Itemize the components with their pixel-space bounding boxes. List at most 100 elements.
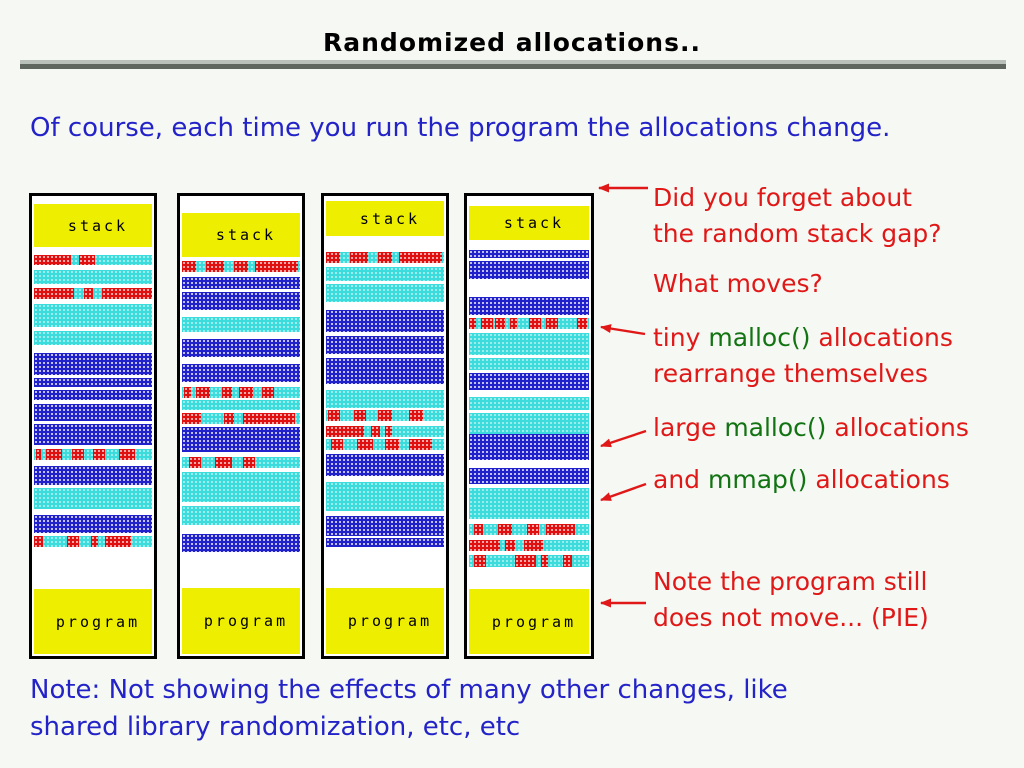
band-large [34, 515, 152, 533]
band-tiny [469, 555, 589, 567]
band-gap [326, 302, 444, 310]
tiny-alloc-segment [385, 439, 400, 450]
tiny-alloc-segment [562, 555, 573, 567]
band-mmap [34, 304, 152, 327]
band-tiny [34, 449, 152, 460]
band-tiny [34, 288, 152, 299]
annotation-line: large malloc() allocations [653, 410, 969, 446]
band-large [182, 364, 300, 382]
band-large [182, 277, 300, 289]
tiny-alloc-segment [377, 410, 393, 421]
band-gap [326, 547, 444, 588]
annotation-text: malloc() [724, 413, 827, 442]
tiny-alloc-segment [577, 318, 587, 329]
tiny-alloc-segment [78, 255, 96, 265]
tiny-alloc-segment [205, 261, 225, 272]
annotation-line: rearrange themselves [653, 356, 953, 392]
band-gap [469, 198, 589, 206]
tiny-alloc-segment [184, 387, 192, 398]
tiny-alloc-segment [473, 524, 484, 535]
band-mmap [469, 413, 589, 434]
band-mmap [326, 482, 444, 511]
tiny-alloc-segment [541, 555, 549, 567]
tiny-alloc-segment [36, 449, 42, 460]
tiny-alloc-segment [90, 536, 98, 547]
band-large [326, 310, 444, 332]
tiny-alloc-segment [215, 457, 232, 468]
tiny-alloc-segment [545, 318, 558, 329]
annotation-text: rearrange themselves [653, 359, 928, 388]
band-gap [182, 198, 300, 213]
band-mmap [34, 331, 152, 345]
band-large [34, 378, 152, 387]
annotation-arrow [600, 324, 646, 336]
band-mmap [34, 488, 152, 509]
tiny-alloc-segment [255, 261, 298, 272]
annotation-line: and mmap() allocations [653, 462, 950, 498]
tiny-alloc-segment [505, 540, 515, 551]
band-large [326, 516, 444, 536]
tiny-alloc-segment [118, 449, 136, 460]
band-gap [469, 240, 589, 250]
annotation-text: large [653, 413, 725, 442]
band-stack: stack [182, 213, 300, 257]
band-gap [182, 332, 300, 339]
band-tiny [182, 457, 300, 468]
tiny-alloc-segment [330, 439, 343, 450]
page-title: Randomized allocations.. [323, 28, 701, 57]
band-gap [469, 460, 589, 468]
tiny-alloc-segment [34, 255, 71, 265]
annotation: What moves? [653, 266, 823, 302]
annotation-text: and [653, 465, 708, 494]
annotation-text: allocations [807, 465, 950, 494]
tiny-alloc-segment [233, 261, 249, 272]
band-gap [34, 247, 152, 255]
tiny-alloc-segment [243, 413, 296, 424]
tiny-alloc-segment [370, 426, 381, 437]
band-program: program [469, 589, 589, 654]
band-large [326, 336, 444, 354]
tiny-alloc-segment [408, 410, 423, 421]
tiny-alloc-segment [408, 439, 433, 450]
memory-column: stack program [464, 193, 594, 659]
band-gap [182, 310, 300, 317]
annotation-line: the random stack gap? [653, 216, 942, 252]
band-tiny [469, 524, 589, 535]
tiny-alloc-segment [354, 410, 367, 421]
band-stack: stack [34, 204, 152, 247]
tiny-alloc-segment [104, 536, 131, 547]
band-stack: stack [469, 206, 589, 240]
annotation: large malloc() allocations [653, 410, 969, 446]
band-mmap [469, 358, 589, 370]
tiny-alloc-segment [83, 288, 93, 299]
tiny-alloc-segment [224, 413, 234, 424]
tiny-alloc-segment [399, 252, 442, 263]
title-rule-light [20, 60, 1006, 64]
tiny-alloc-segment [262, 387, 275, 398]
tiny-alloc-segment [93, 449, 105, 460]
band-large [469, 297, 589, 315]
band-mmap [34, 270, 152, 284]
band-large [182, 534, 300, 552]
annotation-text: allocations [810, 323, 953, 352]
band-large [326, 454, 444, 476]
tiny-alloc-segment [497, 524, 513, 535]
band-tiny [326, 426, 444, 437]
tiny-alloc-segment [326, 252, 341, 263]
tiny-alloc-segment [243, 457, 256, 468]
band-large [34, 404, 152, 421]
annotation-text: What moves? [653, 269, 823, 298]
band-large [182, 339, 300, 357]
band-large [469, 261, 589, 279]
band-tiny [326, 410, 444, 421]
band-gap [469, 279, 589, 297]
tiny-alloc-segment [222, 387, 232, 398]
tiny-alloc-segment [545, 524, 575, 535]
annotation-text: does not move... (PIE) [653, 603, 929, 632]
band-large [326, 538, 444, 547]
band-mmap [326, 390, 444, 408]
annotation-text: Did you forget about [653, 183, 912, 212]
tiny-alloc-segment [524, 540, 544, 551]
